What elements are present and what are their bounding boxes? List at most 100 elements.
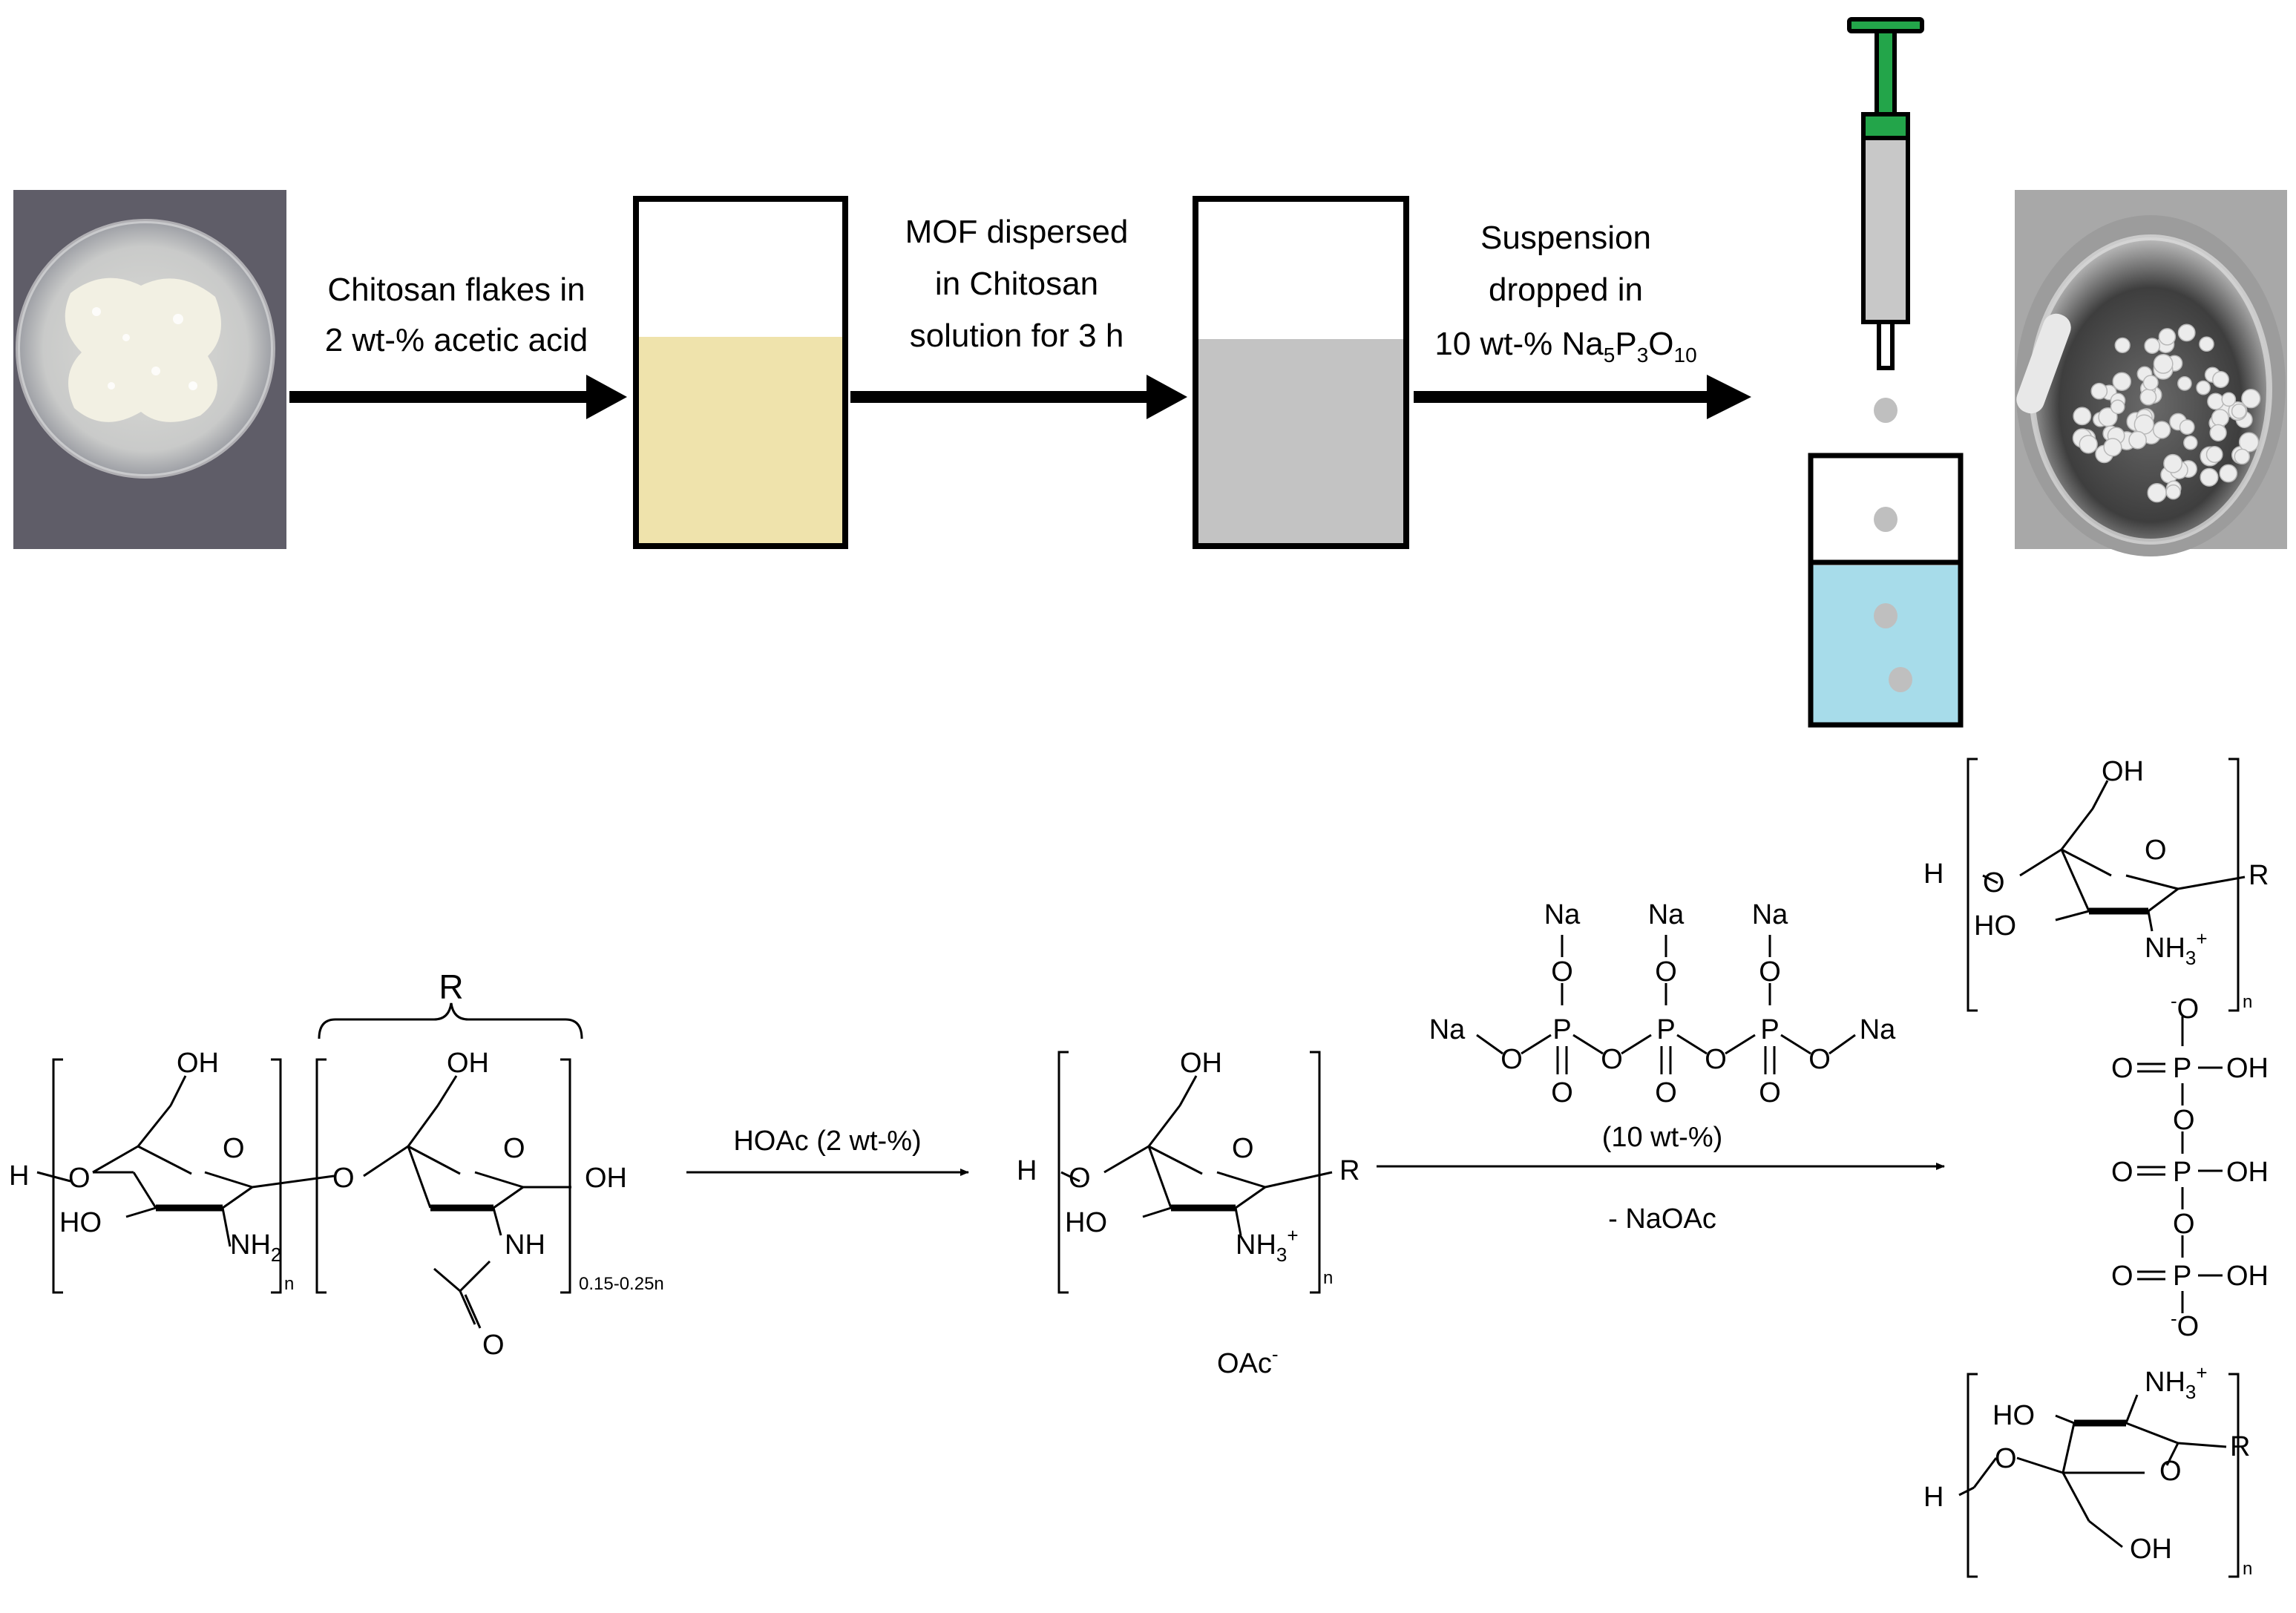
p-2: P: [1656, 1014, 1675, 1045]
o-tpp-7: O: [1808, 1044, 1831, 1075]
na-2: Na: [1648, 899, 1685, 930]
bead: [2139, 388, 2157, 406]
r-label-2: R: [1339, 1155, 1359, 1186]
bead: [2231, 403, 2247, 419]
r-label: R: [439, 968, 463, 1006]
chitosan-labels: R H O OH O HO NH2 n O OH O OH NH O 0.15-…: [9, 968, 664, 1361]
process-arrow-3: [1414, 375, 1751, 419]
r-bottom: R: [2230, 1431, 2250, 1462]
carbonyl-o: O: [482, 1330, 505, 1361]
crosslinked-product: [1958, 758, 2246, 1578]
ho-c3: HO: [59, 1207, 102, 1238]
nh3-bottom: NH3+: [2145, 1361, 2208, 1403]
step1-label-line2: 2 wt-% acetic acid: [325, 322, 588, 358]
nh-amide: NH: [505, 1229, 545, 1261]
na-3: Na: [1752, 899, 1788, 930]
bead: [2090, 382, 2108, 400]
oh-p3: OH: [2226, 1261, 2269, 1292]
nh2-label: NH2: [230, 1229, 281, 1266]
bead: [2238, 432, 2260, 453]
process-arrow-2: [850, 375, 1187, 419]
oh-c6: OH: [177, 1048, 219, 1079]
reagent-hoac: HOAc (2 wt-%): [733, 1126, 921, 1157]
bead: [2153, 353, 2174, 374]
ring-o-3: O: [1232, 1133, 1254, 1164]
p-3: P: [1760, 1014, 1779, 1045]
o-bridge-1: O: [2173, 1105, 2195, 1136]
h-terminal-2: H: [1017, 1155, 1037, 1186]
h-bottom: H: [1923, 1482, 1944, 1513]
o-tpp-6: O: [1705, 1044, 1727, 1075]
glycosidic-o: O: [332, 1163, 355, 1194]
chitosan-beads-photo: [2015, 190, 2287, 556]
na-4: Na: [1429, 1014, 1466, 1045]
ring-o-bottom: O: [2159, 1456, 2182, 1487]
bead: [2234, 448, 2251, 465]
o-minus-2: -O: [2171, 1307, 2199, 1342]
o-tpp-8: O: [1551, 1077, 1573, 1108]
protonated-chitosan-labels: H O OH O HO NH3+ R n OAc-: [1017, 1048, 1359, 1379]
bead: [2163, 453, 2183, 473]
bead: [2221, 392, 2237, 407]
o-top: O: [1983, 867, 2005, 899]
bead: [2205, 446, 2223, 463]
h-terminal: H: [9, 1160, 29, 1192]
ring-o-2: O: [503, 1133, 525, 1164]
bead: [2241, 389, 2261, 409]
bead: [2196, 380, 2211, 395]
chitosan-solution-beaker: [633, 196, 848, 549]
mof-suspension-beaker: [1193, 196, 1409, 549]
nh3-label: NH3+: [1236, 1224, 1299, 1266]
step3-label-line1: Suspension: [1480, 220, 1651, 256]
bead: [2110, 399, 2125, 415]
bead: [2200, 467, 2219, 487]
step2-label-line1: MOF dispersed: [905, 214, 1129, 250]
syringe-icon: [1847, 17, 1924, 370]
oh-bottom-c6: OH: [2130, 1534, 2172, 1565]
ring-o-top: O: [2145, 835, 2167, 866]
step3-label-line2: dropped in: [1489, 272, 1643, 308]
chitosan-flakes-photo: [13, 190, 286, 549]
step3-label-line3: 10 wt-% Na5P3O10: [1434, 326, 1696, 367]
o-tpp-10: O: [1759, 1077, 1781, 1108]
o-tpp-1: O: [1551, 956, 1573, 988]
bead: [2142, 375, 2159, 391]
ho-bottom: HO: [1992, 1400, 2035, 1431]
oh-c6-2: OH: [447, 1048, 489, 1079]
bead: [2183, 436, 2198, 450]
crosslinked-product-labels: OH H O O R HO NH3+ n -O O P OH O O P OH …: [1923, 756, 2269, 1579]
o-atom: O: [68, 1163, 91, 1194]
o-dbl-2: O: [2111, 1157, 2133, 1188]
na-5: Na: [1860, 1014, 1896, 1045]
bead: [2165, 484, 2181, 500]
p-chain-2: P: [2173, 1157, 2191, 1188]
p-1: P: [1552, 1014, 1571, 1045]
na-1: Na: [1544, 899, 1581, 930]
byproduct-naoac: - NaOAc: [1608, 1203, 1716, 1235]
step2-label-line2: in Chitosan: [935, 266, 1098, 302]
n-bottom: n: [2243, 1559, 2252, 1579]
bead: [2103, 438, 2122, 457]
bead: [2144, 338, 2161, 354]
oh-anomeric: OH: [585, 1163, 627, 1194]
sodium-tripolyphosphate: [1476, 935, 1856, 1074]
acetyl-fraction: 0.15-0.25n: [579, 1274, 664, 1294]
p-chain-3: P: [2173, 1261, 2191, 1292]
step2-label-line3: solution for 3 h: [910, 318, 1124, 354]
acetate-counterion: OAc-: [1217, 1343, 1279, 1379]
bead: [2219, 464, 2238, 483]
ring-o: O: [223, 1133, 245, 1164]
o-minus-1: -O: [2171, 990, 2199, 1025]
o-tpp-5: O: [1601, 1044, 1623, 1075]
bead: [2147, 483, 2167, 503]
tpp-bath-beaker: [1808, 453, 1964, 728]
bead: [2158, 328, 2177, 346]
oh-p1: OH: [2226, 1053, 2269, 1084]
o-dbl-1: O: [2111, 1053, 2133, 1084]
bead: [2211, 409, 2229, 427]
protonated-chitosan: [1057, 1051, 1333, 1294]
o-bottom: O: [1995, 1443, 2017, 1474]
bead: [2079, 435, 2098, 454]
bead: [2073, 407, 2092, 426]
r-top: R: [2249, 860, 2269, 891]
